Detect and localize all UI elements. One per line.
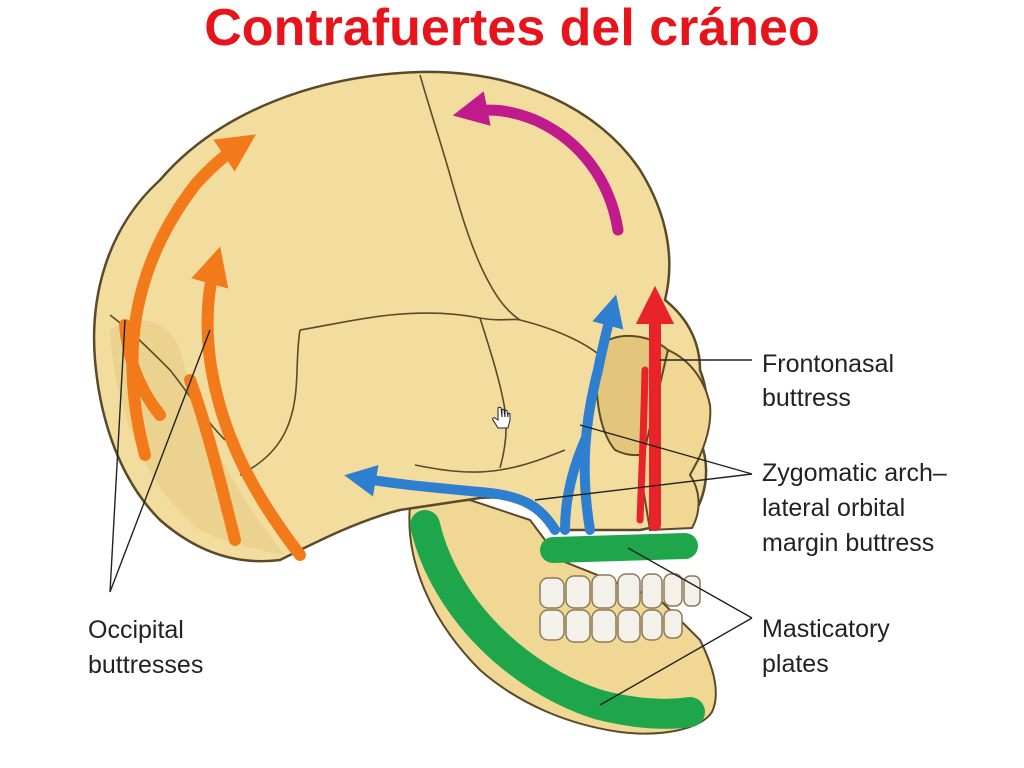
occipital-arrow-4 [119, 319, 166, 421]
masticatory-plate-mandible [410, 510, 705, 729]
occipital-shading [110, 319, 285, 555]
label-zygomatic: Zygomatic arch– lateral orbital margin b… [762, 459, 954, 557]
label-frontonasal: Frontonasal buttress [762, 350, 901, 412]
occipital-arrow-2 [191, 246, 306, 561]
occipital-buttresses [119, 134, 306, 561]
masticatory-plate-upper [540, 533, 698, 563]
label-masticatory: Masticatory plates [762, 615, 897, 678]
frontonasal-arrow-2 [636, 366, 649, 524]
zygomatic-buttress [344, 294, 624, 535]
zygomatic-arrow-back [344, 464, 560, 535]
parietal-arrow [452, 91, 624, 236]
zygomatic-arrow-up [579, 294, 624, 535]
occipital-arrow-1 [126, 134, 256, 461]
label-occipital: Occipital buttresses [88, 616, 203, 679]
teeth [539, 573, 701, 643]
zygomatic-branch [560, 435, 590, 535]
cranium [92, 70, 708, 563]
page-title: Contrafuertes del cráneo [204, 0, 820, 57]
hand-cursor-icon [492, 406, 511, 429]
masticatory-plates [410, 510, 705, 729]
occipital-arrow-3 [184, 374, 241, 546]
leader-lines [109, 319, 753, 706]
